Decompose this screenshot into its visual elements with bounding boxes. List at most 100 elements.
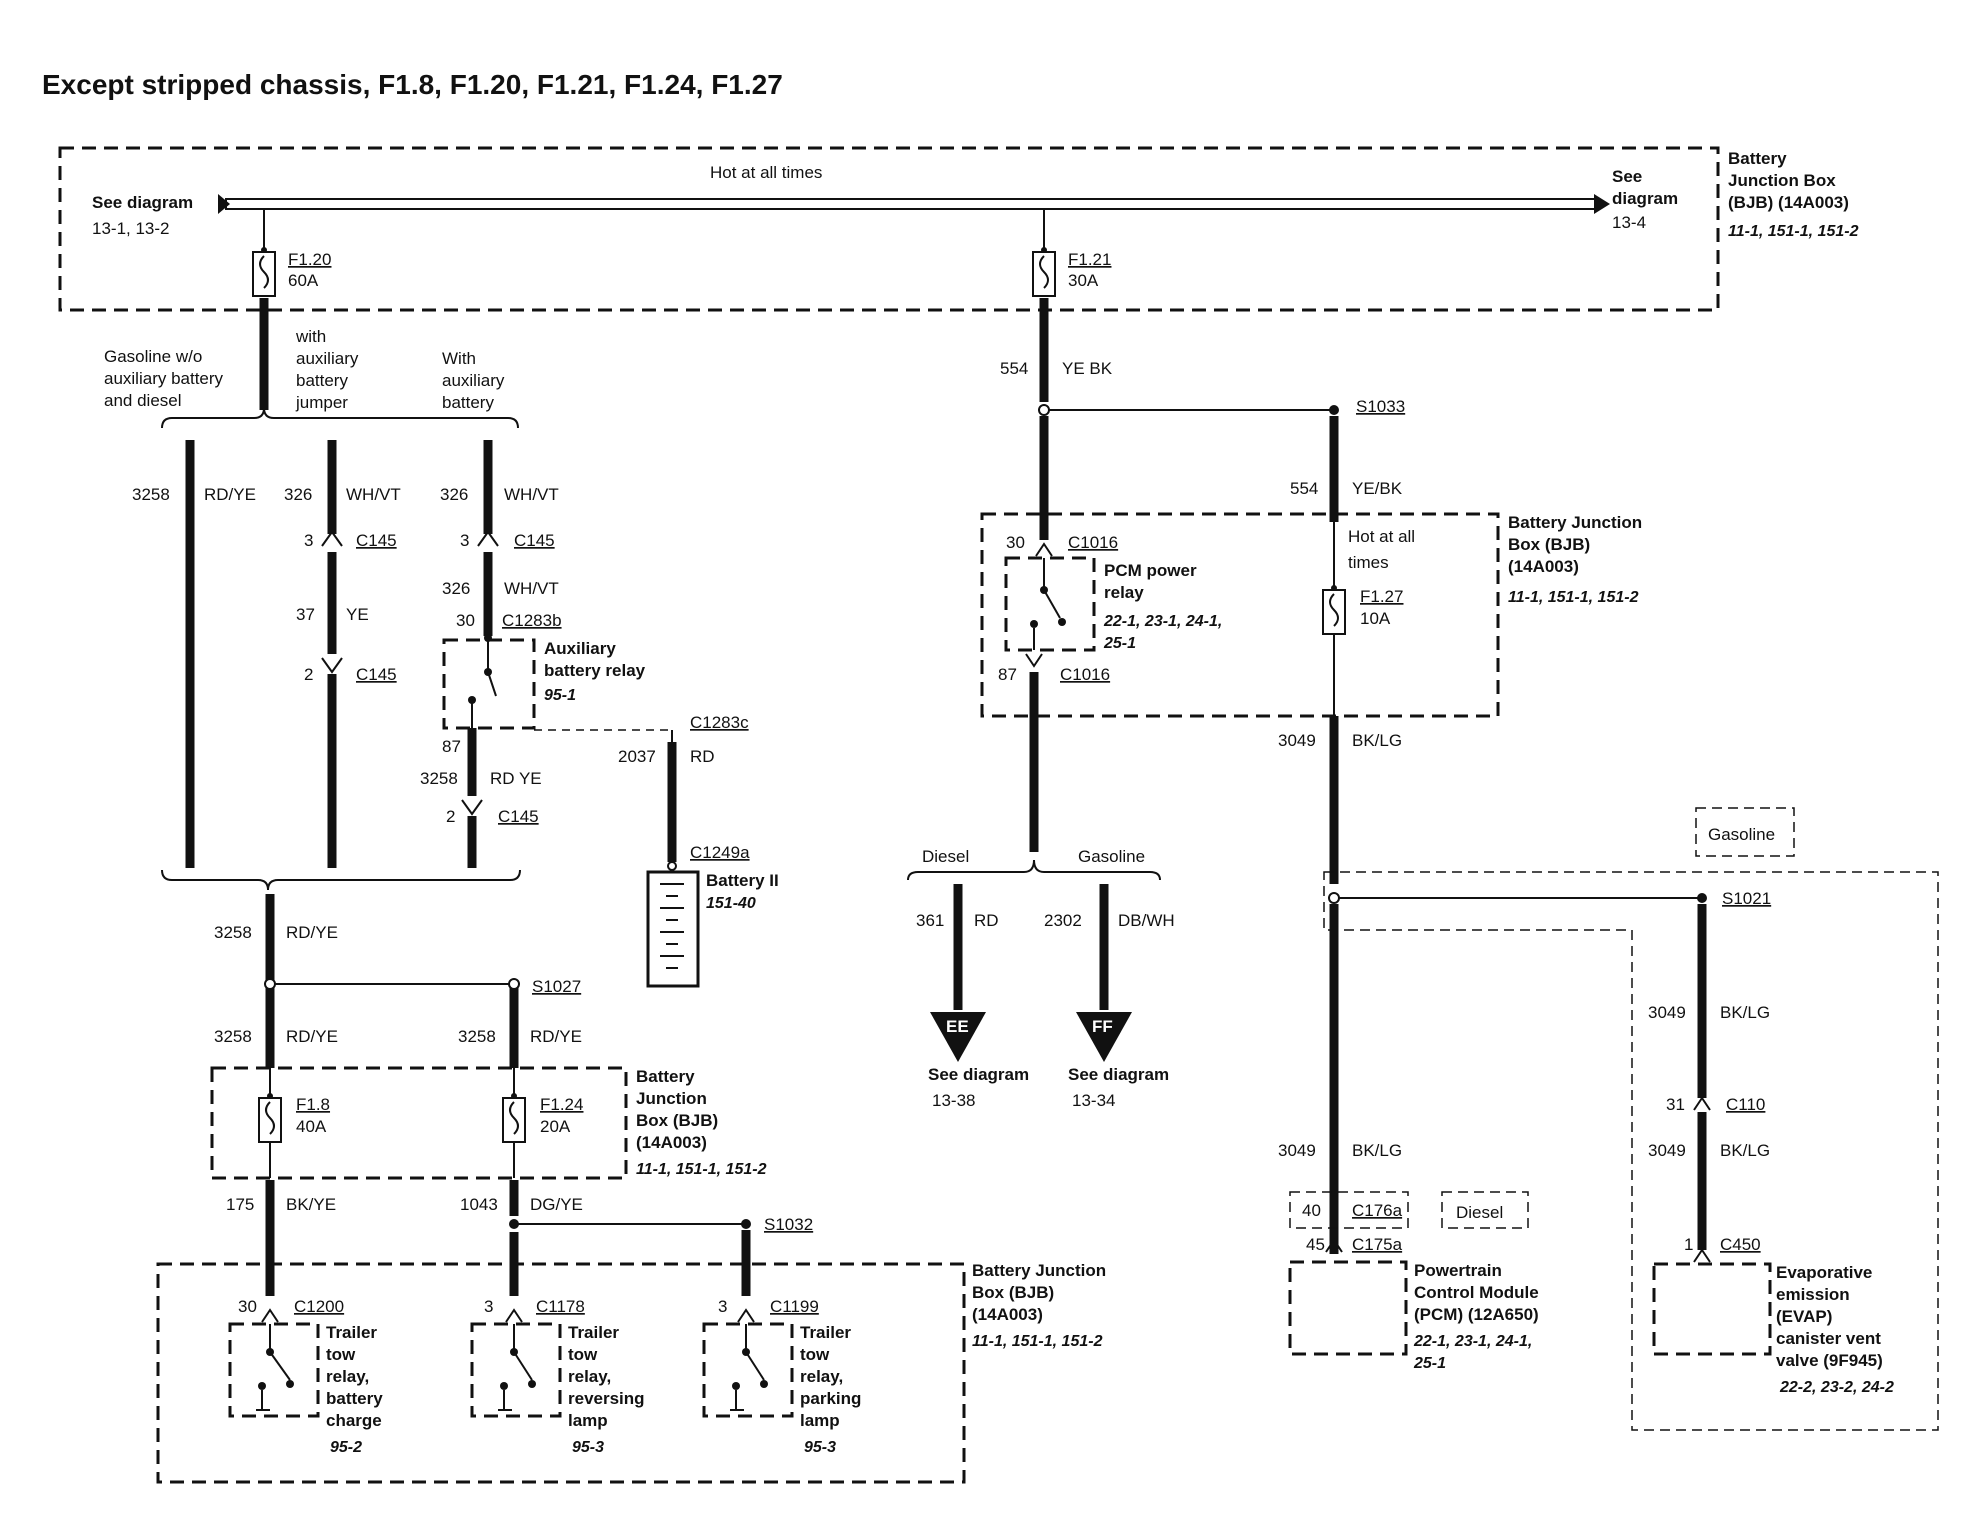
diagram-label: S1021	[1722, 889, 1771, 908]
diagram-label: C110	[1726, 1095, 1765, 1114]
fuse-f1-20-id: F1.20	[288, 250, 331, 269]
bjb-top-name-1: Battery	[1728, 149, 1787, 168]
diagram-title: Except stripped chassis, F1.8, F1.20, F1…	[42, 69, 783, 100]
diagram-label: C145	[498, 807, 539, 826]
diagram-label: 3	[460, 531, 469, 550]
left-section: Gasoline w/o auxiliary battery and diese…	[104, 298, 813, 1296]
see-diagram-left-ref[interactable]: 13-1, 13-2	[92, 219, 170, 238]
diagram-label: C1200	[294, 1297, 344, 1316]
diagram-label: BK/LG	[1720, 1003, 1770, 1022]
diagram-label: PCM power	[1104, 561, 1197, 580]
diagram-label: Trailer	[568, 1323, 619, 1342]
diagram-label: C145	[356, 531, 397, 550]
diagram-label: 3258	[214, 923, 252, 942]
trailer-tow-relay-reversing-lamp	[470, 1322, 562, 1418]
diagram-label: 22-1, 23-1, 24-1,	[1413, 1333, 1532, 1350]
diesel-option-box-left	[1289, 1191, 1409, 1229]
diagram-label: RD	[690, 747, 715, 766]
diagram-label: RD/YE	[204, 485, 256, 504]
diagram-label: 40	[1302, 1201, 1321, 1220]
see-diagram-ff[interactable]: See diagram	[1068, 1065, 1169, 1084]
diagram-label: F1.8	[296, 1095, 330, 1114]
branch1-l3: and diesel	[104, 391, 182, 410]
diagram-label: 87	[442, 737, 461, 756]
bjb-top-name-3: (BJB) (14A003)	[1728, 193, 1849, 212]
diagram-label: 2	[304, 665, 313, 684]
diagram-label: 40A	[296, 1117, 327, 1136]
diagram-label: BK/YE	[286, 1195, 336, 1214]
diagram-label: Box (BJB)	[972, 1283, 1054, 1302]
see-diagram-ee[interactable]: See diagram	[928, 1065, 1029, 1084]
fuse-f1-27	[1322, 589, 1346, 635]
ff-label[interactable]: FF	[1092, 1017, 1113, 1036]
diagram-label: Battery Junction	[972, 1261, 1106, 1280]
diagram-label: 87	[998, 665, 1017, 684]
see-diagram-right-2[interactable]: diagram	[1612, 189, 1678, 208]
ff-connector[interactable]	[1076, 1012, 1132, 1062]
diagram-label: Evaporative	[1776, 1263, 1872, 1282]
branch3-l1: With	[442, 349, 476, 368]
evap-canister-vent-valve	[1652, 1262, 1772, 1356]
diagram-label: YE BK	[1062, 359, 1113, 378]
see-diagram-ee-ref[interactable]: 13-38	[932, 1091, 975, 1110]
diagram-label: 1043	[460, 1195, 498, 1214]
diagram-label: BK/LG	[1352, 731, 1402, 750]
see-diagram-ff-ref[interactable]: 13-34	[1072, 1091, 1115, 1110]
branch2-l2: auxiliary	[296, 349, 359, 368]
diagram-label: tow	[326, 1345, 356, 1364]
diagram-label: F1.24	[540, 1095, 583, 1114]
diagram-label: C176a	[1352, 1201, 1403, 1220]
see-diagram-right-1[interactable]: See	[1612, 167, 1642, 186]
right-section: 3049 BK/LG Gasoline S1021 3049 BK/LG 40 …	[1278, 716, 1939, 1431]
diagram-label: relay,	[326, 1367, 369, 1386]
diagram-label: Box (BJB)	[636, 1111, 718, 1130]
branch3-l2: auxiliary	[442, 371, 505, 390]
diagram-label: 554	[1290, 479, 1318, 498]
diagram-label: 30	[1006, 533, 1025, 552]
diagram-label: 25-1	[1413, 1355, 1446, 1372]
diagram-label: 151-40	[706, 895, 756, 912]
bottom-brace	[161, 869, 521, 891]
diagram-label: C145	[356, 665, 397, 684]
ee-connector[interactable]	[930, 1012, 986, 1062]
diagram-label: 95-3	[804, 1439, 836, 1456]
see-diagram-right-ref[interactable]: 13-4	[1612, 213, 1646, 232]
see-diagram-left[interactable]: See diagram	[92, 193, 193, 212]
diagram-label: parking	[800, 1389, 861, 1408]
diagram-label: Auxiliary	[544, 639, 616, 658]
bjb-fuse-box-2	[210, 1066, 628, 1180]
diagram-label: C1016	[1068, 533, 1118, 552]
diagram-label: Hot at all	[1348, 527, 1415, 546]
diagram-label: reversing	[568, 1389, 645, 1408]
diagram-label: Diesel	[1456, 1203, 1503, 1222]
diagram-label: tow	[568, 1345, 598, 1364]
pcm-power-relay	[1004, 556, 1096, 652]
trailer-tow-relay-parking-lamp	[702, 1322, 794, 1418]
trailer-tow-relays: Battery Junction Box (BJB) (14A003) 11-1…	[156, 1261, 1106, 1484]
diagram-label: YE/BK	[1352, 479, 1403, 498]
ee-label[interactable]: EE	[946, 1017, 969, 1036]
diagram-label: Box (BJB)	[1508, 535, 1590, 554]
branch3-l3: battery	[442, 393, 494, 412]
diagram-label: (14A003)	[1508, 557, 1579, 576]
diagram-label: 3	[304, 531, 313, 550]
fuse-f1-20-amp: 60A	[288, 271, 319, 290]
diagram-label: relay,	[568, 1367, 611, 1386]
diagram-label: Battery	[636, 1067, 695, 1086]
diagram-label: Trailer	[326, 1323, 377, 1342]
diagram-label: 95-3	[572, 1439, 604, 1456]
diagram-label: RD/YE	[286, 923, 338, 942]
diagram-label: WH/VT	[346, 485, 401, 504]
diagram-label: Gasoline	[1708, 825, 1775, 844]
diagram-label: S1027	[532, 977, 581, 996]
diagram-label: 2302	[1044, 911, 1082, 930]
diagram-label: canister vent	[1776, 1329, 1881, 1348]
diagram-label: battery	[326, 1389, 383, 1408]
diagram-label: battery relay	[544, 661, 646, 680]
diagram-label: C1199	[770, 1297, 819, 1316]
gasoline-option-area	[1323, 871, 1939, 1431]
diagram-label: RD/YE	[286, 1027, 338, 1046]
diagram-label: tow	[800, 1345, 830, 1364]
diagram-label: RD/YE	[530, 1027, 582, 1046]
diagram-label: 37	[296, 605, 315, 624]
